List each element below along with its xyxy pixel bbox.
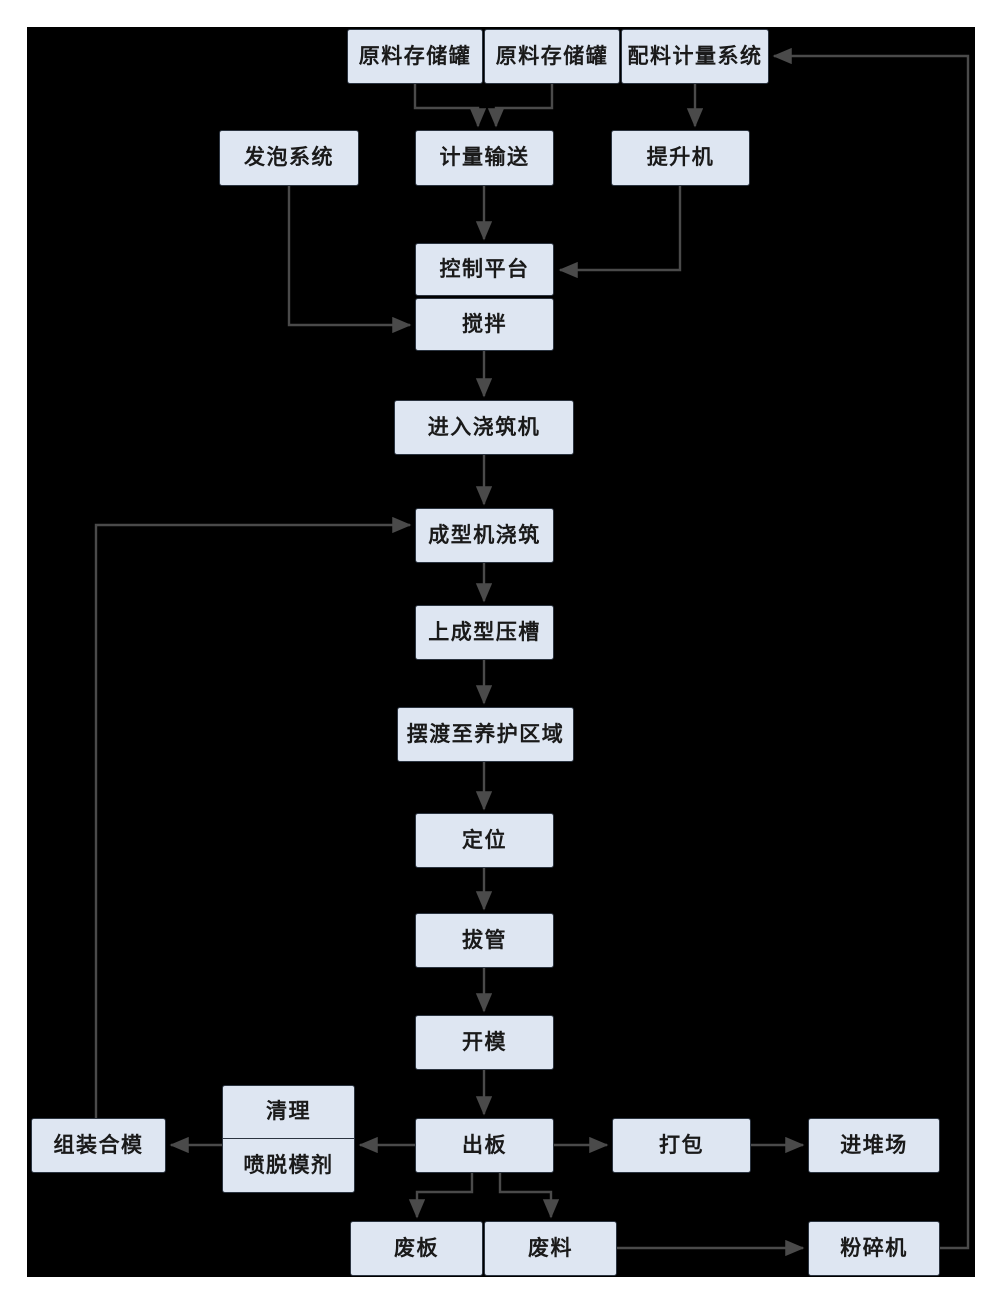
node-label: 搅拌: [462, 311, 507, 336]
node-batching-metering-system[interactable]: 配料计量系统: [621, 29, 769, 84]
node-pipe-pulling[interactable]: 拔管: [415, 913, 554, 968]
node-label: 上成型压槽: [428, 619, 541, 644]
node-label: 出板: [462, 1132, 507, 1157]
node-label: 原料存储罐: [358, 43, 472, 68]
node-waste-material[interactable]: 废料: [484, 1221, 617, 1276]
node-label: 组装合模: [53, 1132, 144, 1157]
node-positioning[interactable]: 定位: [415, 813, 554, 868]
node-mold-opening[interactable]: 开模: [415, 1015, 554, 1070]
node-label: 摆渡至养护区域: [406, 721, 565, 746]
node-label-clean: 清理: [223, 1086, 354, 1139]
node-label: 开模: [462, 1029, 507, 1054]
node-label: 控制平台: [439, 256, 530, 281]
node-raw-material-tank-2[interactable]: 原料存储罐: [484, 29, 620, 84]
node-control-platform[interactable]: 控制平台: [415, 243, 554, 296]
node-forming-machine-casting[interactable]: 成型机浇筑: [415, 508, 554, 563]
node-waste-board[interactable]: 废板: [350, 1221, 483, 1276]
node-label: 拔管: [462, 927, 507, 952]
node-label: 计量输送: [439, 145, 530, 170]
node-label: 废料: [528, 1235, 573, 1260]
node-ferry-to-curing-area[interactable]: 摆渡至养护区域: [397, 707, 574, 762]
node-raw-material-tank-1[interactable]: 原料存储罐: [347, 29, 483, 84]
node-clean-and-spray-release-agent[interactable]: 清理 喷脱模剂: [222, 1085, 355, 1193]
node-label: 配料计量系统: [627, 43, 763, 68]
node-enter-stacking-yard[interactable]: 进堆场: [808, 1118, 940, 1173]
node-mixing[interactable]: 搅拌: [415, 298, 554, 351]
node-label: 成型机浇筑: [428, 522, 541, 547]
node-crusher[interactable]: 粉碎机: [808, 1221, 940, 1276]
node-label: 打包: [659, 1132, 704, 1157]
node-label: 原料存储罐: [495, 43, 609, 68]
node-label: 定位: [462, 827, 507, 852]
node-label: 进堆场: [840, 1132, 908, 1157]
node-label: 粉碎机: [840, 1235, 908, 1260]
node-label: 提升机: [646, 145, 715, 170]
node-foaming-system[interactable]: 发泡系统: [219, 130, 359, 186]
node-board-output[interactable]: 出板: [415, 1118, 554, 1173]
node-assemble-mold[interactable]: 组装合模: [31, 1118, 166, 1173]
node-enter-casting-machine[interactable]: 进入浇筑机: [394, 400, 574, 455]
node-hoist[interactable]: 提升机: [611, 130, 750, 186]
node-metering-conveying[interactable]: 计量输送: [415, 130, 554, 186]
node-label: 发泡系统: [244, 145, 334, 170]
node-label: 进入浇筑机: [427, 414, 541, 439]
node-label-spray-release-agent: 喷脱模剂: [243, 1152, 334, 1177]
node-label: 废板: [394, 1235, 439, 1260]
node-upper-forming-groove-press[interactable]: 上成型压槽: [415, 605, 554, 660]
node-packing[interactable]: 打包: [612, 1118, 751, 1173]
